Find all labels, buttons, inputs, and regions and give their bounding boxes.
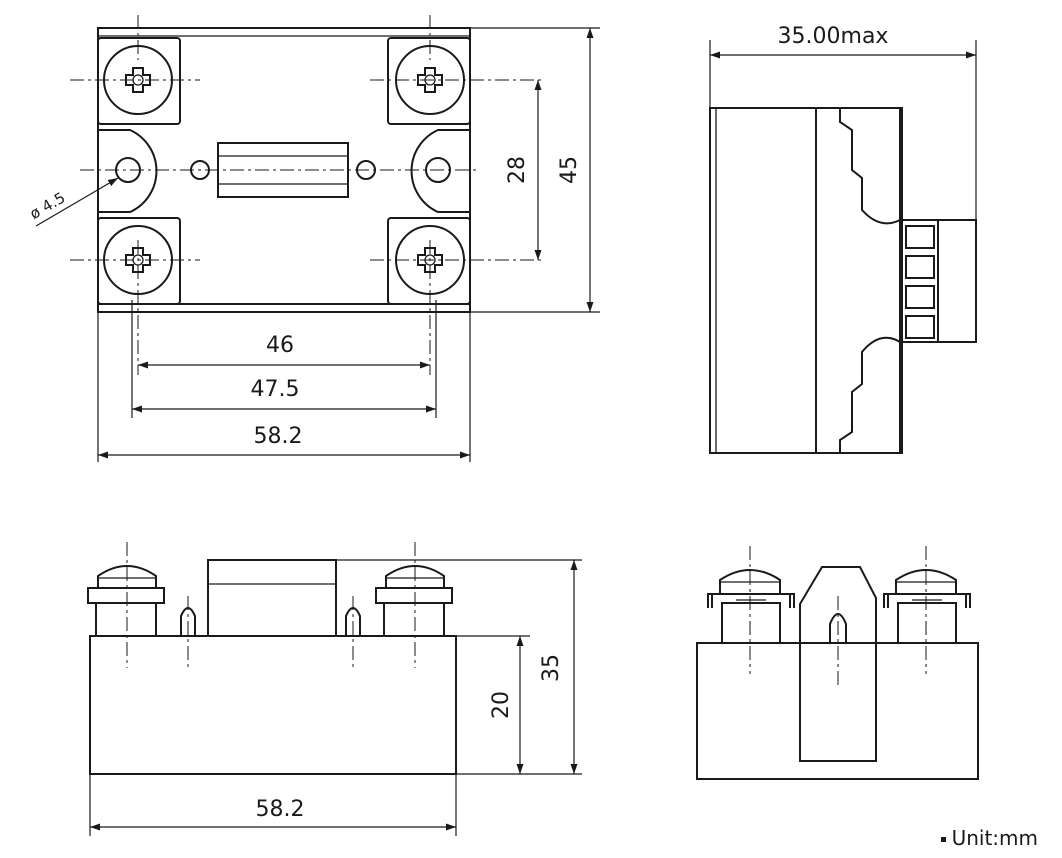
dim-35-max: 35.00max <box>778 24 889 49</box>
dim-45: 45 <box>557 156 582 184</box>
dim-20: 20 <box>489 691 514 719</box>
front-view: 20 35 58.2 <box>87 542 582 836</box>
dim-35: 35 <box>539 654 564 682</box>
terminal-bottom-left <box>97 217 181 305</box>
terminal-bottom-right <box>387 217 471 305</box>
terminal-top-right <box>387 37 471 125</box>
mounting-slot-right <box>410 129 470 213</box>
dim-58-2-front: 58.2 <box>256 797 305 822</box>
dim-47-5: 47.5 <box>251 377 300 402</box>
dim-hole-diameter: ø 4.5 <box>27 188 69 222</box>
dim-58-2-top: 58.2 <box>254 424 303 449</box>
dim-46: 46 <box>266 333 294 358</box>
bullet-icon <box>940 837 946 842</box>
side-view: 35.00max <box>709 24 977 454</box>
dim-28: 28 <box>505 156 530 184</box>
unit-label: Unit:mm <box>940 826 1038 850</box>
unit-text: Unit:mm <box>951 826 1038 850</box>
top-view: 46 47.5 58.2 28 45 ø 4.5 <box>27 15 600 462</box>
mounting-slot-left <box>98 129 158 213</box>
end-view <box>696 546 979 780</box>
terminal-top-left <box>97 37 181 125</box>
